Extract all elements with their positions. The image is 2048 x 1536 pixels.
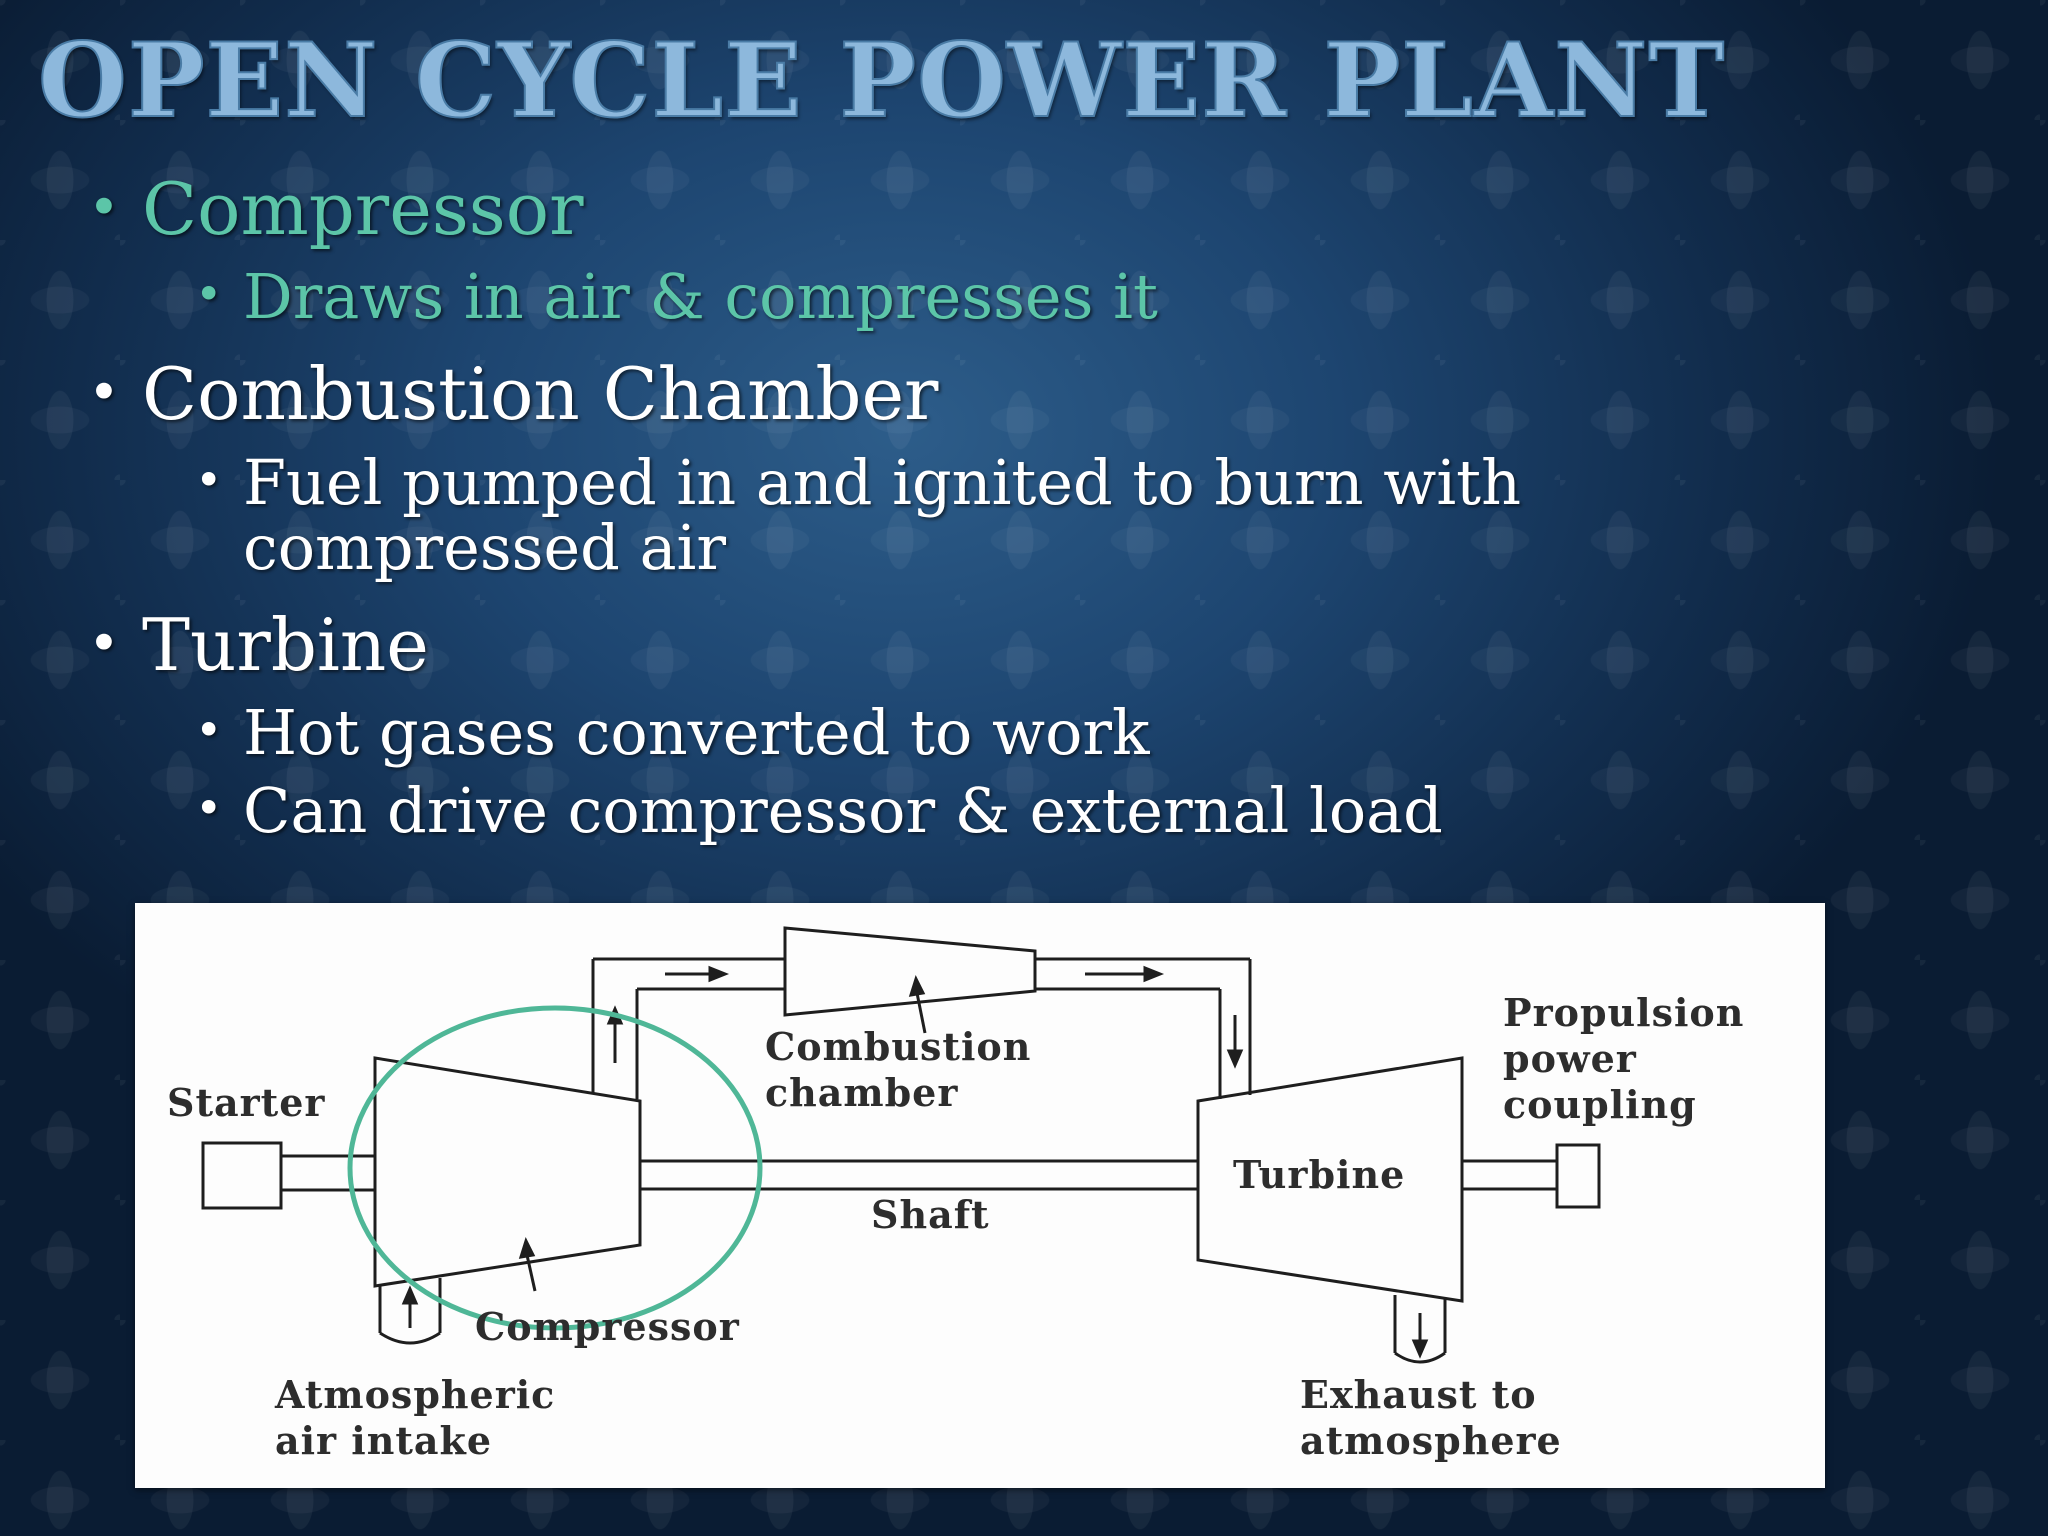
slide-title: OPEN CYCLE POWER PLANT xyxy=(37,21,1726,141)
compressor-highlight-circle xyxy=(347,1005,763,1331)
label-starter: Starter xyxy=(167,1080,326,1125)
propulsion-coupling xyxy=(1555,1143,1601,1209)
label-combustion-1: Combustion xyxy=(765,1024,1032,1069)
label-propulsion-1: Propulsion xyxy=(1503,990,1745,1035)
label-compressor: Compressor xyxy=(475,1304,740,1349)
bullet-text: Combustion Chamber xyxy=(142,352,939,436)
label-propulsion-2: power xyxy=(1503,1036,1637,1081)
bullet-combustion: • Combustion Chamber xyxy=(88,356,938,433)
subbullet-text: Fuel pumped in and ignited to burn with xyxy=(243,446,1521,519)
label-exhaust-1: Exhaust to xyxy=(1300,1372,1537,1417)
compressor-body xyxy=(373,1056,642,1288)
label-intake-1: Atmospheric xyxy=(275,1372,556,1417)
subbullet-turbine-2: • Can drive compressor & external load xyxy=(195,778,1443,843)
subbullet-text: Can drive compressor & external load xyxy=(243,774,1443,847)
subbullet-compressor-1: • Draws in air & compresses it xyxy=(195,264,1158,329)
bullet-text: Compressor xyxy=(142,167,584,251)
bullet-turbine: • Turbine xyxy=(88,607,429,684)
subbullet-turbine-1: • Hot gases converted to work xyxy=(195,700,1150,765)
diagram-drawing xyxy=(201,926,1601,1364)
label-turbine: Turbine xyxy=(1233,1152,1406,1197)
bullet-text: Turbine xyxy=(142,603,429,687)
subbullet-combustion-1: • Fuel pumped in and ignited to burn wit… xyxy=(195,450,1521,515)
label-intake-2: air intake xyxy=(275,1418,493,1463)
subbullet-text: compressed air xyxy=(243,511,727,584)
gas-turbine-diagram: Starter Combustion chamber Propulsion po… xyxy=(135,903,1825,1488)
bullet-dot: • xyxy=(195,781,223,835)
label-combustion-2: chamber xyxy=(765,1070,959,1115)
label-shaft: Shaft xyxy=(871,1192,990,1237)
label-propulsion-3: coupling xyxy=(1503,1082,1697,1127)
combustion-chamber xyxy=(783,926,1037,1017)
bullet-dot: • xyxy=(195,267,223,321)
subbullet-text: Hot gases converted to work xyxy=(243,696,1150,769)
bullet-dot: • xyxy=(195,703,223,757)
starter-box xyxy=(201,1141,283,1210)
turbine-body xyxy=(1196,1056,1464,1303)
subbullet-text: Draws in air & compresses it xyxy=(243,260,1158,333)
label-exhaust-2: atmosphere xyxy=(1300,1418,1562,1463)
subbullet-combustion-1-cont: compressed air xyxy=(243,515,726,580)
bullet-dot: • xyxy=(88,612,120,675)
bullet-dot: • xyxy=(88,361,120,424)
bullet-compressor: • Compressor xyxy=(88,171,584,248)
bullet-dot: • xyxy=(195,453,223,507)
bullet-dot: • xyxy=(88,176,120,239)
